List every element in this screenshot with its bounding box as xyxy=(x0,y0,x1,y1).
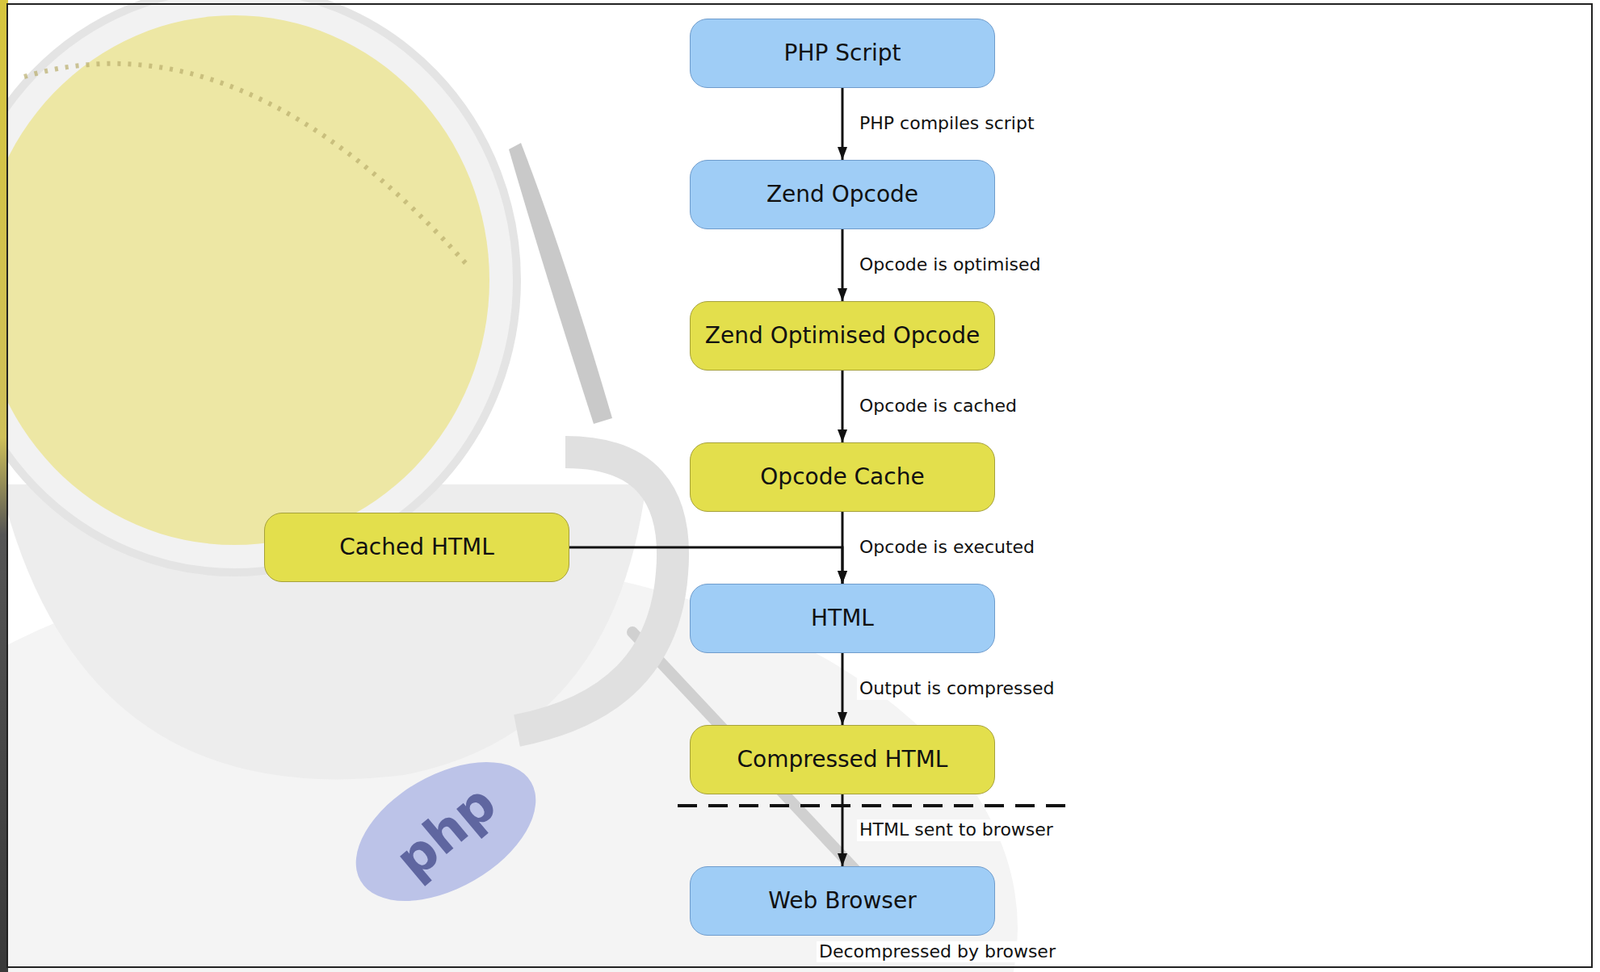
edge-label: Opcode is optimised xyxy=(856,254,1044,276)
process-box: HTML xyxy=(689,583,996,654)
flow-arrow xyxy=(841,794,845,867)
node-label: Compressed HTML xyxy=(737,746,949,774)
node-label: Cached HTML xyxy=(339,533,495,562)
logo-watermark: php xyxy=(386,776,505,887)
network-boundary xyxy=(677,804,1077,808)
optimisation-box: Zend Optimised Opcode xyxy=(689,301,996,371)
php-logo xyxy=(331,733,559,930)
process-box: PHP Script xyxy=(689,18,996,89)
foam-bubbles xyxy=(24,63,469,267)
optimisation-box: Opcode Cache xyxy=(689,442,996,513)
flow-arrow xyxy=(569,547,843,584)
node-label: Opcode Cache xyxy=(760,463,924,492)
note-text: Decompressed by browser xyxy=(816,941,1059,963)
flow-arrow xyxy=(841,370,845,443)
edge-label: Opcode is cached xyxy=(856,395,1020,417)
edge-label: Output is compressed xyxy=(856,678,1057,700)
process-box: Web Browser xyxy=(689,866,996,937)
cup-rim xyxy=(0,0,517,573)
optimisation-box: Compressed HTML xyxy=(689,725,996,795)
process-box: Zend Opcode xyxy=(689,159,996,230)
cup-handle xyxy=(516,452,673,731)
flow-arrow xyxy=(841,229,845,302)
edge-label: PHP compiles script xyxy=(856,113,1038,135)
node-label: PHP Script xyxy=(784,39,902,68)
frame xyxy=(7,4,1592,968)
optimisation-box: Cached HTML xyxy=(264,512,570,583)
flow-arrow xyxy=(841,88,845,160)
node-label: Zend Opcode xyxy=(766,180,919,209)
node-label: Zend Optimised Opcode xyxy=(705,322,980,350)
spoon xyxy=(508,142,613,425)
edge-label: HTML sent to browser xyxy=(856,819,1056,841)
coffee-surface xyxy=(0,15,490,546)
edge-label: Opcode is executed xyxy=(856,537,1038,559)
flow-arrow xyxy=(841,653,845,726)
node-label: HTML xyxy=(810,604,874,633)
node-label: Web Browser xyxy=(768,887,916,916)
